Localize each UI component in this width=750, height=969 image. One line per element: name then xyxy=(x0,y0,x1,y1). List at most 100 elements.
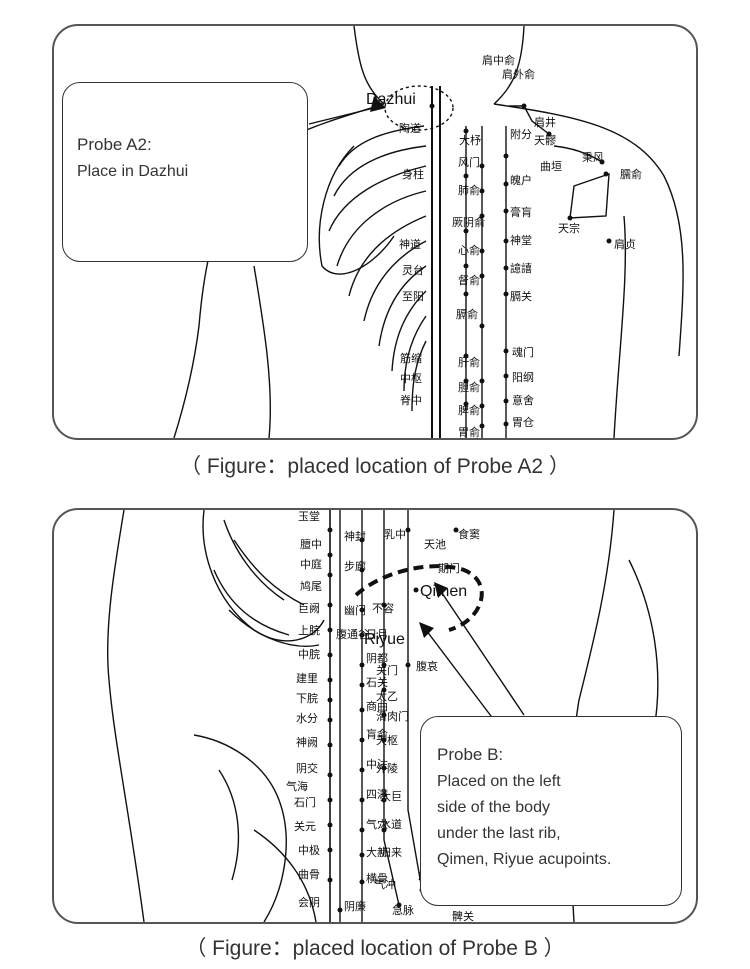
front-acupoint-label: 横骨 xyxy=(366,871,388,885)
front-acupoint-label: 水分 xyxy=(296,712,318,725)
front-anatomy-illustration: 玉堂膻中中庭鸠尾巨阙上脘中脘建里下脘水分神阙阴交气海石门关元中极曲骨会阴神封步廊… xyxy=(107,510,659,922)
front-acupoint-label: 幽门 xyxy=(344,603,366,617)
back-acupoint-label: 譩譆 xyxy=(510,261,532,275)
front-acupoint-label: 气冲 xyxy=(374,877,396,891)
back-acupoint-label: 意舍 xyxy=(512,393,534,407)
front-acupoint-label: 气海 xyxy=(286,779,308,793)
front-acupoint-label: 中注 xyxy=(366,757,388,771)
back-acupoint-label: 肝俞 xyxy=(458,355,480,369)
back-acupoint-label: 筋缩 xyxy=(400,351,422,365)
front-acupoint-label: 神阙 xyxy=(296,735,318,749)
back-acupoint-label: 肩井 xyxy=(534,115,556,129)
probe-b-line-2: side of the body xyxy=(437,799,550,816)
back-acupoint-label: 膈俞 xyxy=(456,307,478,321)
back-acupoint-label: 神道 xyxy=(399,237,421,251)
front-acupoint-label: 天池 xyxy=(424,538,446,551)
figure-panel-a: 肩中俞肩外俞陶道身柱 大杼风门肺俞厥阴俞心俞督俞膈俞 附分魄户膏肓神堂譩譆膈关魂门阳… xyxy=(52,24,698,440)
front-acupoint-label: 阴廉 xyxy=(344,899,366,913)
front-acupoint-label: 腹哀 xyxy=(416,659,438,673)
back-acupoint-label: 中枢 xyxy=(400,371,422,385)
riyue-label: Riyue xyxy=(364,631,405,648)
front-acupoint-label: 巨阙 xyxy=(298,602,320,615)
front-acupoint-label: 乳中 xyxy=(384,528,406,541)
back-acupoint-label: 肩贞 xyxy=(614,237,636,251)
front-acupoint-label: 阴都 xyxy=(366,652,388,665)
back-acupoint-label: 臑俞 xyxy=(620,167,642,181)
back-acupoint-label: 心俞 xyxy=(458,243,480,257)
front-acupoint-label: 下脘 xyxy=(296,691,318,705)
front-acupoint-label: 建里 xyxy=(296,671,318,685)
probe-b-line-4: Qimen, Riyue acupoints. xyxy=(437,851,612,868)
probe-a2-title: Probe A2: xyxy=(77,135,152,154)
back-acupoint-label: 身柱 xyxy=(402,167,424,181)
front-acupoint-label: 水道 xyxy=(380,817,402,831)
back-acupoint-label: 大杼 xyxy=(459,133,481,147)
qimen-label: Qimen xyxy=(420,583,467,600)
front-acupoint-label: 归来 xyxy=(380,845,402,859)
probe-b-title: Probe B: xyxy=(437,745,504,764)
back-acupoint-label: 天髎 xyxy=(534,134,556,147)
front-acupoint-label: 神封 xyxy=(344,529,366,543)
caption-probe-a2: （ Figure：placed location of Probe A2 ） xyxy=(180,455,570,478)
front-acupoint-label: 日月 xyxy=(366,628,388,641)
front-acupoint-label: 外陵 xyxy=(376,762,398,775)
back-acupoint-label: 脾俞 xyxy=(458,403,480,417)
front-acupoint-label: 天枢 xyxy=(376,733,398,747)
front-acupoint-label: 食窦 xyxy=(458,527,480,541)
probe-b-line-1: Placed on the left xyxy=(437,773,561,790)
front-acupoint-label: 大赫 xyxy=(366,845,388,859)
front-acupoint-label: 膻中 xyxy=(300,537,322,551)
front-acupoint-label: 中脘 xyxy=(298,647,320,661)
front-acupoint-label: 髀关 xyxy=(452,909,474,922)
front-acupoint-label: 急脉 xyxy=(392,903,414,917)
back-acupoint-label: 风门 xyxy=(458,155,480,169)
back-acupoint-label: 魄户 xyxy=(510,173,532,187)
back-acupoint-label: 督俞 xyxy=(458,273,480,287)
back-acupoint-label: 曲垣 xyxy=(540,160,562,173)
back-acupoint-label: 附分 xyxy=(510,127,532,141)
front-acupoint-label: 商曲 xyxy=(366,699,388,713)
back-acupoint-label: 天宗 xyxy=(558,221,580,235)
back-acupoint-label: 神堂 xyxy=(510,233,532,247)
front-acupoint-label: 肓俞 xyxy=(366,727,388,741)
probe-b-callout: Probe B: Placed on the left side of the … xyxy=(420,716,682,906)
probe-a2-text: Place in Dazhui xyxy=(77,163,189,180)
front-acupoint-label: 四满 xyxy=(366,788,388,801)
front-acupoint-label: 步廊 xyxy=(344,559,366,573)
front-acupoint-label: 太乙 xyxy=(376,690,398,703)
back-acupoint-label: 膏肓 xyxy=(510,205,532,219)
back-acupoint-label: 厥阴俞 xyxy=(452,215,485,229)
back-acupoint-label: 脊中 xyxy=(400,393,422,407)
back-acupoint-label: 肺俞 xyxy=(458,183,480,197)
front-acupoint-label: 不容 xyxy=(372,601,394,615)
front-acupoint-label: 腹通谷 xyxy=(336,627,369,641)
front-acupoint-label: 玉堂 xyxy=(298,510,320,523)
back-acupoint-label: 阳纲 xyxy=(512,371,534,384)
front-acupoint-label: 阴交 xyxy=(296,761,318,775)
dazhui-label: Dazhui xyxy=(366,91,416,108)
back-acupoint-label: 魂门 xyxy=(512,345,534,359)
front-acupoint-label: 石关 xyxy=(366,675,388,689)
back-acupoint-label: 肩外俞 xyxy=(502,67,535,81)
back-acupoint-label: 胃俞 xyxy=(458,425,480,438)
probe-b-line-3: under the last rib, xyxy=(437,825,561,842)
front-acupoint-label: 气穴 xyxy=(366,817,388,831)
front-acupoint-label: 会阴 xyxy=(298,896,320,909)
back-acupoint-label: 肩中俞 xyxy=(482,53,515,67)
front-acupoint-label: 上脘 xyxy=(298,623,320,637)
front-acupoint-label: 关元 xyxy=(294,819,316,833)
front-acupoint-label: 石门 xyxy=(294,795,316,809)
front-acupoint-label: 关门 xyxy=(376,663,398,677)
figure-panel-b: 玉堂膻中中庭鸠尾巨阙上脘中脘建里下脘水分神阙阴交气海石门关元中极曲骨会阴神封步廊… xyxy=(52,508,698,924)
back-acupoint-label: 至阳 xyxy=(402,290,424,303)
back-acupoint-label: 膈关 xyxy=(510,289,532,303)
front-acupoint-label: 中庭 xyxy=(300,557,322,571)
front-acupoint-label: 曲骨 xyxy=(298,868,320,881)
back-acupoint-label: 灵台 xyxy=(402,263,424,277)
front-acupoint-label: 滑肉门 xyxy=(376,709,409,723)
back-acupoint-label: 胆俞 xyxy=(458,380,480,394)
back-acupoint-label: 秉风 xyxy=(582,150,604,164)
back-acupoint-label: 陶道 xyxy=(399,121,421,135)
